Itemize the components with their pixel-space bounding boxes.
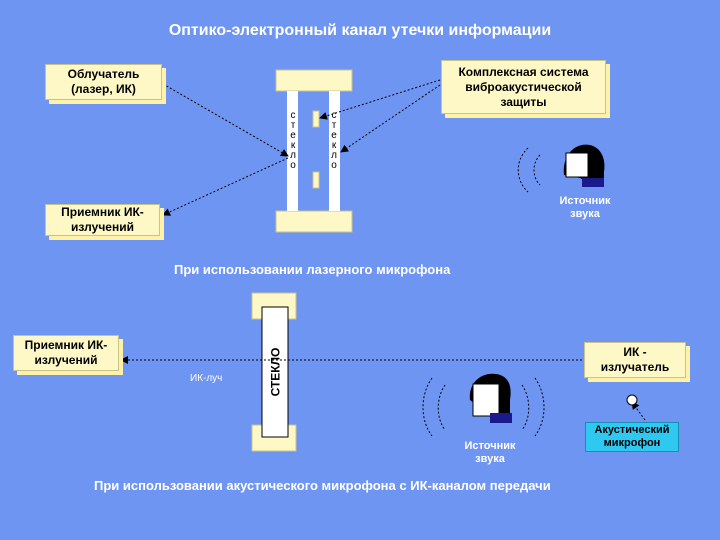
irradiator-label-line1: Облучатель xyxy=(67,67,140,81)
sound-waves-icon xyxy=(517,147,541,193)
slide-title: Оптико-электронный канал утечки информац… xyxy=(168,22,552,39)
ir-emitter-label-line1: ИК - xyxy=(623,345,647,359)
ir-receiver-box-2: Приемник ИК- излучений xyxy=(13,335,119,371)
person-icon xyxy=(563,144,605,187)
vibro-link-line-1 xyxy=(319,79,441,120)
vibro-sensor-top xyxy=(312,110,320,128)
glass-pane-left xyxy=(287,91,298,211)
ir-emitter-label-line2: излучатель xyxy=(600,360,670,374)
ir-receiver-label-line2: излучений xyxy=(71,220,134,234)
irradiator-label-line2: (лазер, ИК) xyxy=(71,82,136,96)
acoustic-mic-caption: При использовании акустического микрофон… xyxy=(94,478,551,493)
glass-pane-right xyxy=(329,91,340,211)
vibro-system-label-line2: виброакустической xyxy=(465,79,582,94)
microphone-icon xyxy=(626,394,638,406)
sound-source-label-2: Источник звука xyxy=(464,440,516,465)
laser-mic-caption: При использовании лазерного микрофона xyxy=(174,262,451,277)
window-frame-top xyxy=(275,69,353,92)
glass-label-vertical: СТЕКЛО xyxy=(268,347,282,397)
ir-receiver-2-label-line2: излучений xyxy=(34,353,98,367)
ir-receiver-box: Приемник ИК- излучений xyxy=(45,204,160,236)
vibro-system-label-line3: защиты xyxy=(500,94,547,109)
vibro-system-box: Комплексная система виброакустической за… xyxy=(441,60,606,114)
reflected-beam-line xyxy=(162,157,289,216)
window-frame-bottom xyxy=(275,210,353,233)
sound-waves-icon-2 xyxy=(422,377,545,437)
person-icon-2 xyxy=(469,373,512,423)
vibro-sensor-bottom xyxy=(312,171,320,189)
ir-beam-label: ИК-луч xyxy=(190,373,223,384)
vibro-system-label-line1: Комплексная система xyxy=(458,64,589,79)
glass-label-box: СТЕКЛО xyxy=(262,307,288,437)
vibro-link-line-2 xyxy=(340,84,441,153)
irradiator-box: Облучатель (лазер, ИК) xyxy=(45,64,162,100)
ir-emitter-box: ИК - излучатель xyxy=(584,342,686,378)
acoustic-mic-box: Акустический микрофон xyxy=(585,422,679,452)
laser-beam-line xyxy=(162,83,289,157)
ir-receiver-label-line1: Приемник ИК- xyxy=(61,205,144,219)
acoustic-mic-label-line1: Акустический xyxy=(594,424,670,436)
ir-receiver-2-label-line1: Приемник ИК- xyxy=(24,338,108,352)
sound-source-label: Источник звука xyxy=(559,195,611,220)
acoustic-mic-label-line2: микрофон xyxy=(603,437,661,449)
glass-pane xyxy=(261,306,289,438)
